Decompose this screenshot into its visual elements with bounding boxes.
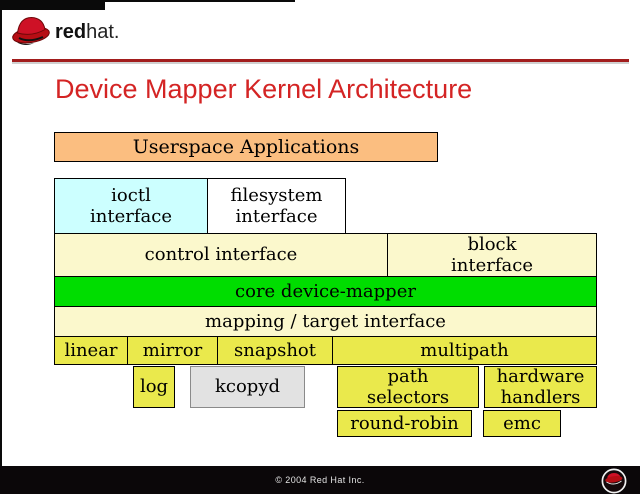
box-log: log bbox=[133, 366, 175, 408]
box-round-robin: round-robin bbox=[337, 410, 472, 437]
footer-bar: © 2004 Red Hat Inc. bbox=[0, 466, 640, 494]
box-block-interface: block interface bbox=[387, 233, 597, 277]
redhat-fedora-icon bbox=[10, 12, 52, 52]
box-emc: emc bbox=[483, 410, 561, 437]
brand-bold: red bbox=[55, 20, 87, 43]
redhat-wordmark: redhat. bbox=[55, 21, 119, 44]
brand-light: hat. bbox=[86, 20, 120, 43]
redhat-logo: redhat. bbox=[10, 12, 119, 52]
header-divider-rule bbox=[12, 59, 629, 62]
footer-copyright: © 2004 Red Hat Inc. bbox=[275, 475, 365, 485]
box-userspace-applications: Userspace Applications bbox=[54, 132, 438, 162]
top-border-band bbox=[0, 0, 105, 10]
left-border-line bbox=[0, 0, 2, 466]
box-kcopyd: kcopyd bbox=[190, 366, 305, 408]
box-snapshot-target: snapshot bbox=[217, 336, 333, 365]
box-linear-target: linear bbox=[54, 336, 128, 365]
top-border-line bbox=[0, 0, 295, 2]
box-multipath-target: multipath bbox=[332, 336, 597, 365]
box-path-selectors: path selectors bbox=[337, 366, 479, 408]
box-control-interface: control interface bbox=[54, 233, 388, 277]
box-core-device-mapper: core device-mapper bbox=[54, 276, 597, 307]
page-title: Device Mapper Kernel Architecture bbox=[55, 74, 473, 104]
box-filesystem-interface: filesystem interface bbox=[207, 178, 346, 234]
redhat-badge-icon bbox=[601, 468, 627, 494]
box-hardware-handlers: hardware handlers bbox=[484, 366, 597, 408]
box-mirror-target: mirror bbox=[127, 336, 218, 365]
box-ioctl-interface: ioctl interface bbox=[54, 178, 208, 234]
box-mapping-target-interface: mapping / target interface bbox=[54, 306, 597, 337]
